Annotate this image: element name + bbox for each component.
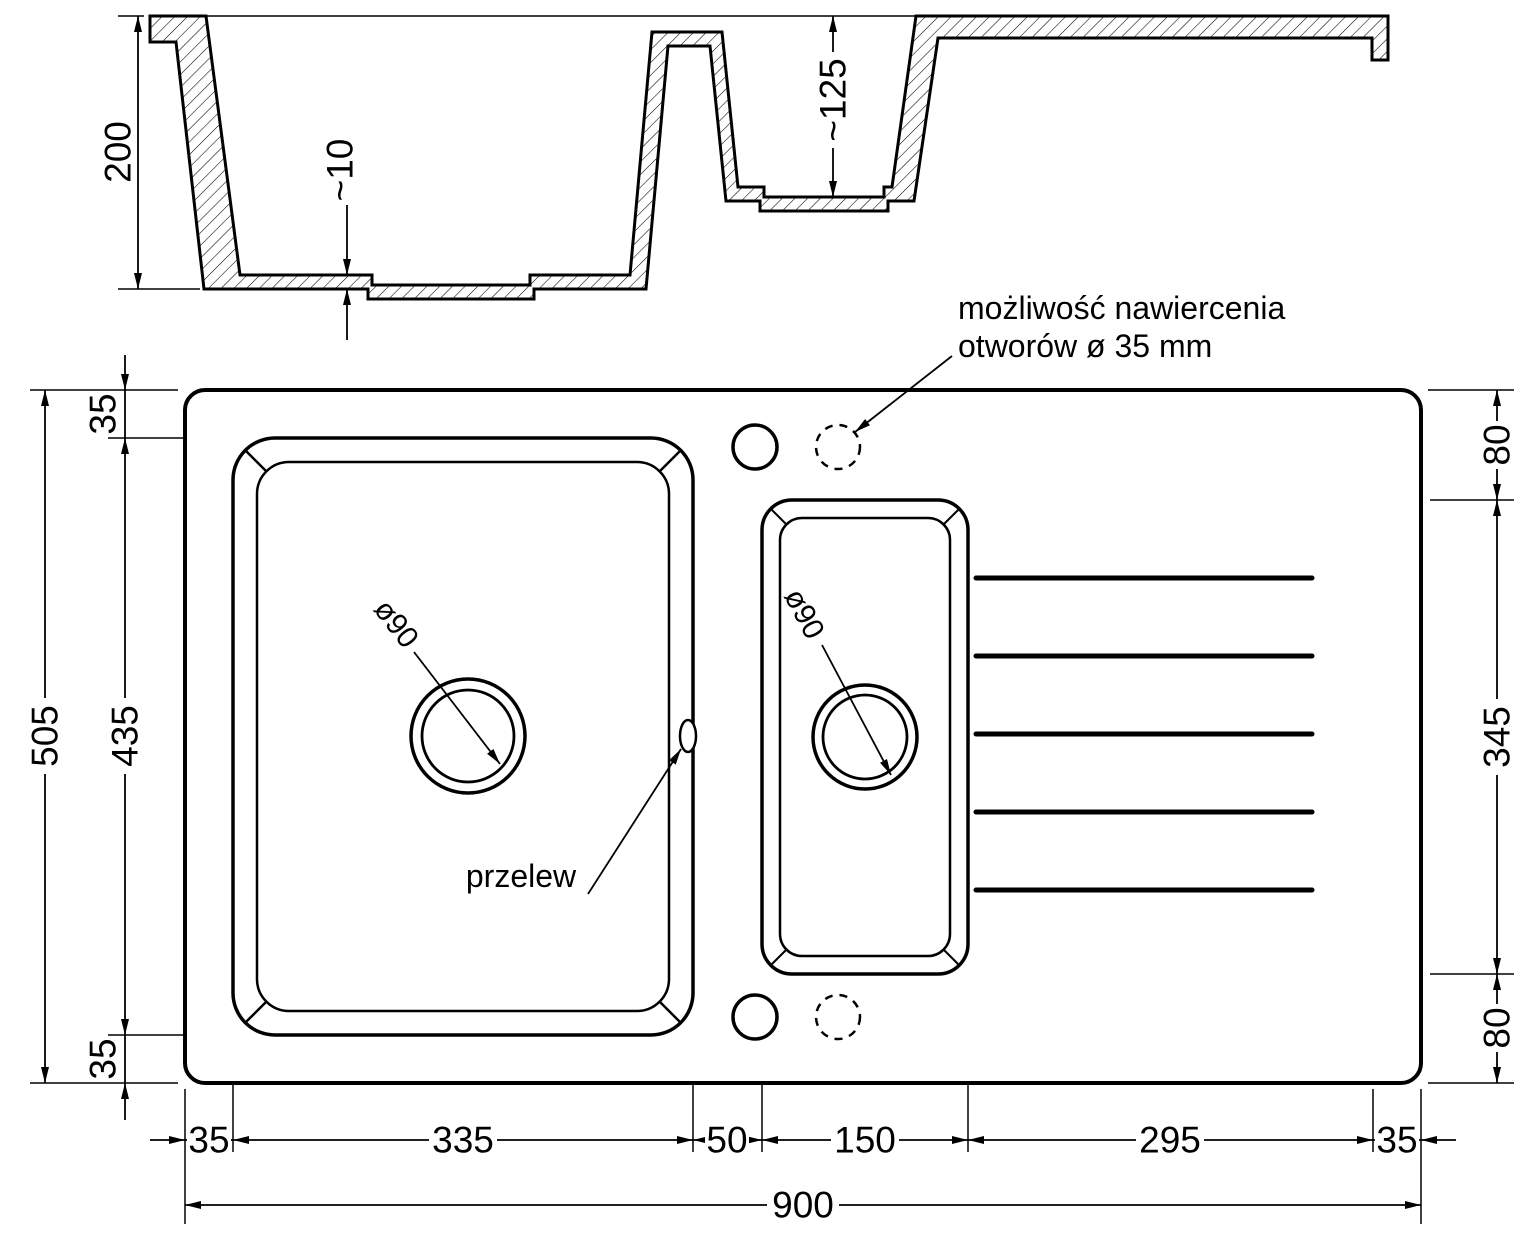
tap-hole-optional-top: [814, 423, 862, 471]
dim-main-bowl-depth: 435: [105, 705, 146, 767]
dim-small-bowl-depth: ~125: [813, 58, 854, 141]
dim-bottom-35-left: 35: [188, 1120, 229, 1161]
label-bg: [187, 1122, 231, 1158]
dim-tap-band-top: 80: [1477, 424, 1518, 465]
sink-outline: [183, 388, 1423, 1085]
bowl-corner-edge: [943, 507, 961, 525]
label-bg: [767, 1187, 839, 1223]
dim-bottom-335: 335: [432, 1120, 494, 1161]
plan-view: 505 435 35 35 80 345 80 35 335 5: [25, 290, 1518, 1226]
dim-section-height: 200: [98, 121, 139, 183]
bowl-corner-edge: [769, 507, 787, 525]
label-bg: [831, 1122, 899, 1158]
main-drain-outer-circle: [409, 677, 527, 795]
leader-main-drain: [413, 651, 501, 765]
leader-overflow: [587, 748, 682, 895]
label-bg: [1479, 699, 1515, 775]
drill-note-line1: możliwość nawiercenia: [958, 290, 1285, 326]
leader-drill-note: [854, 355, 953, 433]
label-bg: [1479, 1004, 1515, 1052]
label-bg: [1479, 421, 1515, 469]
drill-note-line2: otworów ø 35 mm: [958, 328, 1212, 364]
bowl-corner-edge: [659, 449, 682, 472]
leader-small-drain: [821, 644, 892, 776]
overflow-label: przelew: [466, 858, 577, 894]
bowl-corner-edge: [769, 949, 787, 967]
small-drain-outer-circle: [811, 683, 919, 791]
dim-rim-top-left: 35: [83, 393, 124, 434]
small-bowl-outer: [760, 498, 970, 976]
label-bg: [107, 698, 143, 774]
label-bg: [1375, 1122, 1419, 1158]
bowl-corner-edge: [244, 449, 267, 472]
label-bg: [705, 1122, 749, 1158]
dim-bottom-thickness: ~10: [320, 139, 361, 202]
tap-hole-optional-bottom: [814, 993, 862, 1041]
main-bowl-inner: [255, 460, 671, 1013]
small-bowl-inner: [778, 516, 952, 958]
dim-tap-band-bottom: 80: [1477, 1007, 1518, 1048]
dim-rim-bottom-left: 35: [83, 1038, 124, 1079]
section-material-profile: [148, 14, 1390, 301]
cross-section-view: 200 ~10 ~125: [98, 14, 1390, 340]
bowl-corner-edge: [659, 1001, 682, 1024]
dim-overall-width: 900: [772, 1185, 834, 1226]
small-drain-inner-circle: [821, 693, 909, 781]
label-bg: [815, 52, 851, 148]
dim-bottom-50: 50: [706, 1120, 747, 1161]
bowl-corner-edge: [244, 1001, 267, 1024]
label-bg: [1136, 1122, 1204, 1158]
dim-bottom-35-right: 35: [1376, 1120, 1417, 1161]
dim-bottom-295: 295: [1139, 1120, 1201, 1161]
dim-overall-depth: 505: [25, 705, 66, 767]
dim-small-bowl-length: 345: [1477, 706, 1518, 768]
tap-hole-top: [731, 423, 779, 471]
main-drain-inner-circle: [420, 688, 516, 784]
bowl-corner-edge: [943, 949, 961, 967]
label-bg: [27, 698, 63, 774]
tap-hole-bottom: [731, 993, 779, 1041]
overflow-hole: [678, 718, 698, 754]
label-bg: [429, 1122, 497, 1158]
dim-bottom-150: 150: [834, 1120, 896, 1161]
